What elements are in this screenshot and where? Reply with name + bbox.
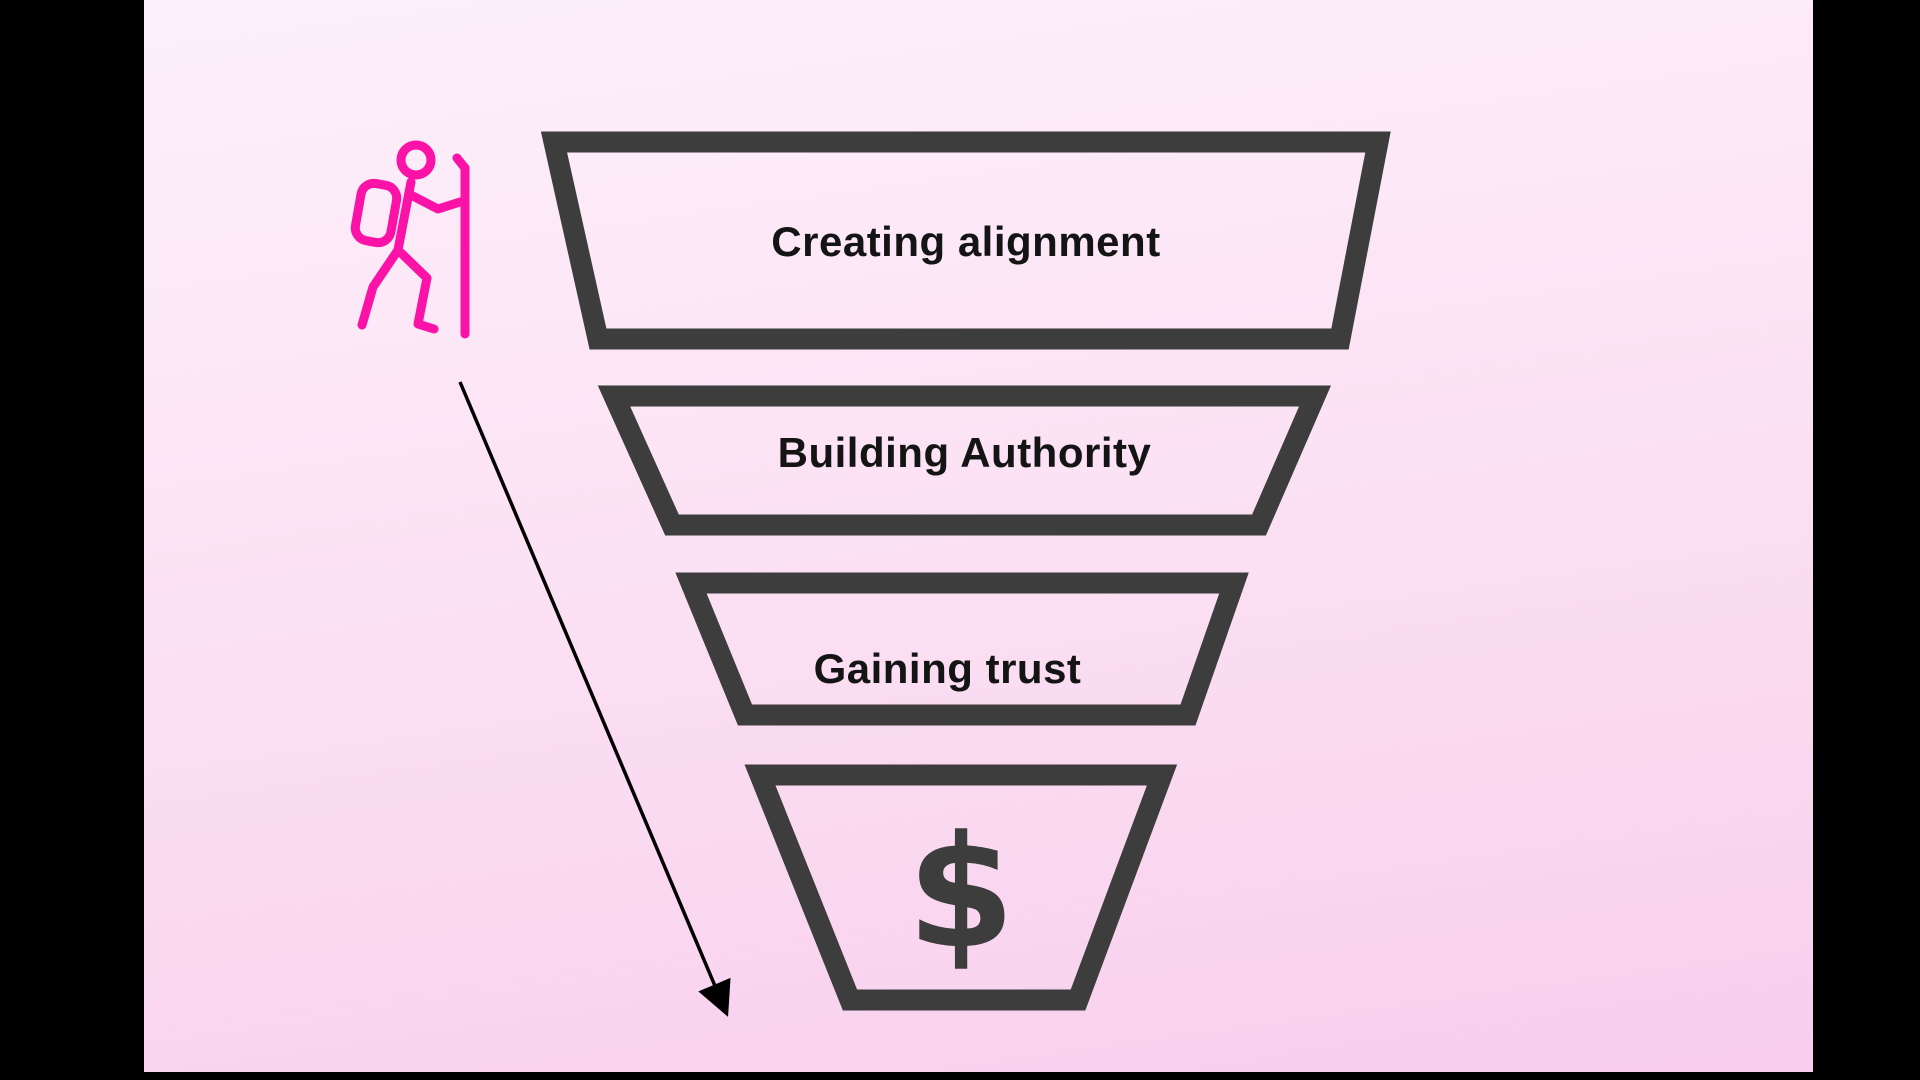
funnel-level-3-label: Gaining trust <box>813 645 1082 692</box>
hiker-front-leg <box>393 245 439 334</box>
hiker-back-leg <box>357 245 403 330</box>
hiker-pole-tip <box>452 153 470 173</box>
funnel-level-1-label: Creating alignment <box>771 218 1161 265</box>
letterbox-bottom <box>0 1072 1920 1080</box>
hiker-icon <box>350 140 470 339</box>
funnel-level-2-label: Building Authority <box>777 429 1152 476</box>
hiker-icon-strokes <box>350 140 470 339</box>
hiker-arm <box>404 189 465 214</box>
letterbox-left <box>0 0 144 1080</box>
funnel-level-4-dollar-label: $ <box>907 802 1015 983</box>
hiker-torso <box>393 177 416 255</box>
hiker-head <box>396 140 436 180</box>
letterbox-right <box>1813 0 1920 1080</box>
hiker-backpack <box>350 178 402 248</box>
